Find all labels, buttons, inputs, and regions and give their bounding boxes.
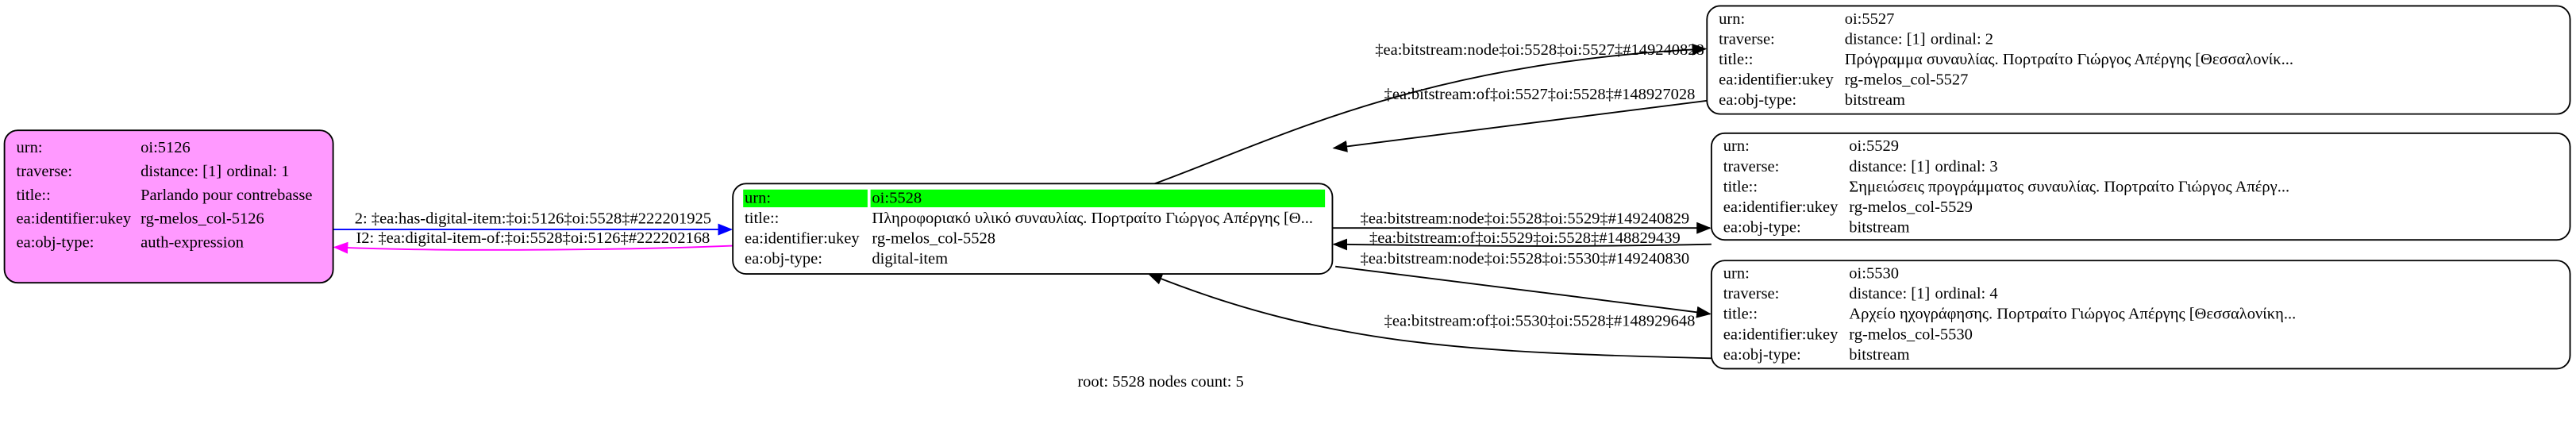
field-label: title:: xyxy=(745,210,779,227)
field-value: rg-melos_col-5528 xyxy=(872,230,995,248)
field-label: ea:obj-type: xyxy=(1719,91,1796,109)
edge-label: ‡ea:bitstream:of‡oi:5527‡oi:5528‡#148927… xyxy=(1384,86,1696,103)
field-value: digital-item xyxy=(872,250,948,268)
edge-label: 2: ‡ea:has-digital-item:‡oi:5126‡oi:5528… xyxy=(355,210,711,228)
field-value: rg-melos_col-5529 xyxy=(1849,198,1973,216)
field-label: urn: xyxy=(745,190,771,207)
field-value: distance: [1] xyxy=(1845,30,1926,48)
field-label: ea:identifier:ukey xyxy=(1719,71,1834,89)
field-value: Πρόγραμμα συναυλίας. Πορτραίτο Γιώργος Α… xyxy=(1845,51,2293,68)
field-label: urn: xyxy=(1723,265,1750,283)
graph-footer: root: 5528 nodes count: 5 xyxy=(1077,373,1244,391)
node-box xyxy=(1710,260,2571,370)
field-value: distance: [1] xyxy=(141,163,221,180)
field-value: oi:5529 xyxy=(1849,137,1899,155)
edge-bitstream-of-5527[interactable] xyxy=(1332,99,1708,152)
node-box xyxy=(1706,5,2571,115)
edge-label: ‡ea:bitstream:node‡oi:5528‡oi:5527‡#1492… xyxy=(1375,41,1704,59)
edge-label: ‡ea:bitstream:of‡oi:5530‡oi:5528‡#148929… xyxy=(1384,312,1696,329)
edge-bitstream-of-5530[interactable] xyxy=(1147,273,1712,360)
field-label: title:: xyxy=(1723,178,1758,195)
field-value-ordinal: ordinal: 4 xyxy=(1935,285,1997,302)
node-5529[interactable]: urn: oi:5529 traverse: distance: [1] ordinal… xyxy=(1710,132,2571,241)
field-value: auth-expression xyxy=(141,233,244,251)
nodes: urn: oi:5126 traverse: distance: [1] ordinal… xyxy=(3,5,2571,370)
edge-label: ‡ea:bitstream:node‡oi:5528‡oi:5530‡#1492… xyxy=(1361,250,1690,268)
field-value: distance: [1] xyxy=(1849,158,1930,175)
edges: 2: ‡ea:has-digital-item:‡oi:5126‡oi:5528… xyxy=(333,41,1712,360)
field-label: urn: xyxy=(17,139,43,156)
field-value: distance: [1] xyxy=(1849,285,1930,302)
field-value-ordinal: ordinal: 3 xyxy=(1935,158,1997,175)
edge-bitstream-node-5530[interactable] xyxy=(1335,265,1712,318)
field-label: ea:obj-type: xyxy=(17,233,94,251)
edge-label: ‡ea:bitstream:of‡oi:5529‡oi:5528‡#148829… xyxy=(1369,229,1681,247)
field-value: Πληροφοριακό υλικό συναυλίας. Πορτραίτο … xyxy=(872,210,1313,227)
field-label: ea:identifier:ukey xyxy=(1723,198,1839,216)
field-label: traverse: xyxy=(1719,30,1775,48)
field-value: oi:5126 xyxy=(141,139,191,156)
field-value: oi:5528 xyxy=(872,190,922,207)
field-label: urn: xyxy=(1719,10,1745,28)
field-label: ea:identifier:ukey xyxy=(1723,325,1839,343)
edge-label: ‡ea:bitstream:node‡oi:5528‡oi:5529‡#1492… xyxy=(1361,210,1690,228)
field-label: traverse: xyxy=(1723,285,1780,302)
field-value: oi:5530 xyxy=(1849,265,1899,283)
field-label: ea:obj-type: xyxy=(1723,218,1801,236)
node-5527[interactable]: urn: oi:5527 traverse: distance: [1] ordinal… xyxy=(1706,5,2571,115)
field-label: title:: xyxy=(17,187,51,204)
edge-bitstream-of-5529[interactable] xyxy=(1332,238,1712,251)
field-label: title:: xyxy=(1719,51,1753,68)
field-value: bitstream xyxy=(1849,218,1909,236)
node-box xyxy=(3,129,334,284)
field-value: rg-melos_col-5126 xyxy=(141,210,264,228)
highlight-cell xyxy=(743,189,868,208)
field-label: ea:identifier:ukey xyxy=(745,230,860,248)
node-5530[interactable]: urn: oi:5530 traverse: distance: [1] ordinal… xyxy=(1710,260,2571,370)
highlight-cell xyxy=(870,189,1326,208)
field-label: urn: xyxy=(1723,137,1750,155)
field-value: rg-melos_col-5527 xyxy=(1845,71,1969,89)
field-value: bitstream xyxy=(1845,91,1905,109)
field-label: title:: xyxy=(1723,306,1758,323)
edge-bitstream-node-5527[interactable] xyxy=(1154,43,1708,185)
field-label: traverse: xyxy=(17,163,73,180)
field-value: rg-melos_col-5530 xyxy=(1849,325,1973,343)
field-label: ea:identifier:ukey xyxy=(17,210,132,228)
edge-label: I2: ‡ea:digital-item-of:‡oi:5528‡oi:5126… xyxy=(356,229,710,247)
field-value: Σημειώσεις προγράμματος συναυλίας. Πορτρ… xyxy=(1849,178,2289,195)
node-box xyxy=(1710,132,2571,241)
field-value: bitstream xyxy=(1849,346,1909,364)
node-5126[interactable]: urn: oi:5126 traverse: distance: [1] ordinal… xyxy=(3,129,334,284)
field-value-ordinal: ordinal: 2 xyxy=(1931,30,1993,48)
field-label: ea:obj-type: xyxy=(1723,346,1801,364)
field-value: Αρχείο ηχογράφησης. Πορτραίτο Γιώργος Απ… xyxy=(1849,306,2296,323)
edge-digital-item-of[interactable] xyxy=(333,241,734,254)
field-value-ordinal: ordinal: 1 xyxy=(226,163,289,180)
field-label: traverse: xyxy=(1723,158,1780,175)
field-label: ea:obj-type: xyxy=(745,250,822,268)
field-value: Parlando pour contrebasse xyxy=(141,187,312,204)
field-value: oi:5527 xyxy=(1845,10,1895,28)
